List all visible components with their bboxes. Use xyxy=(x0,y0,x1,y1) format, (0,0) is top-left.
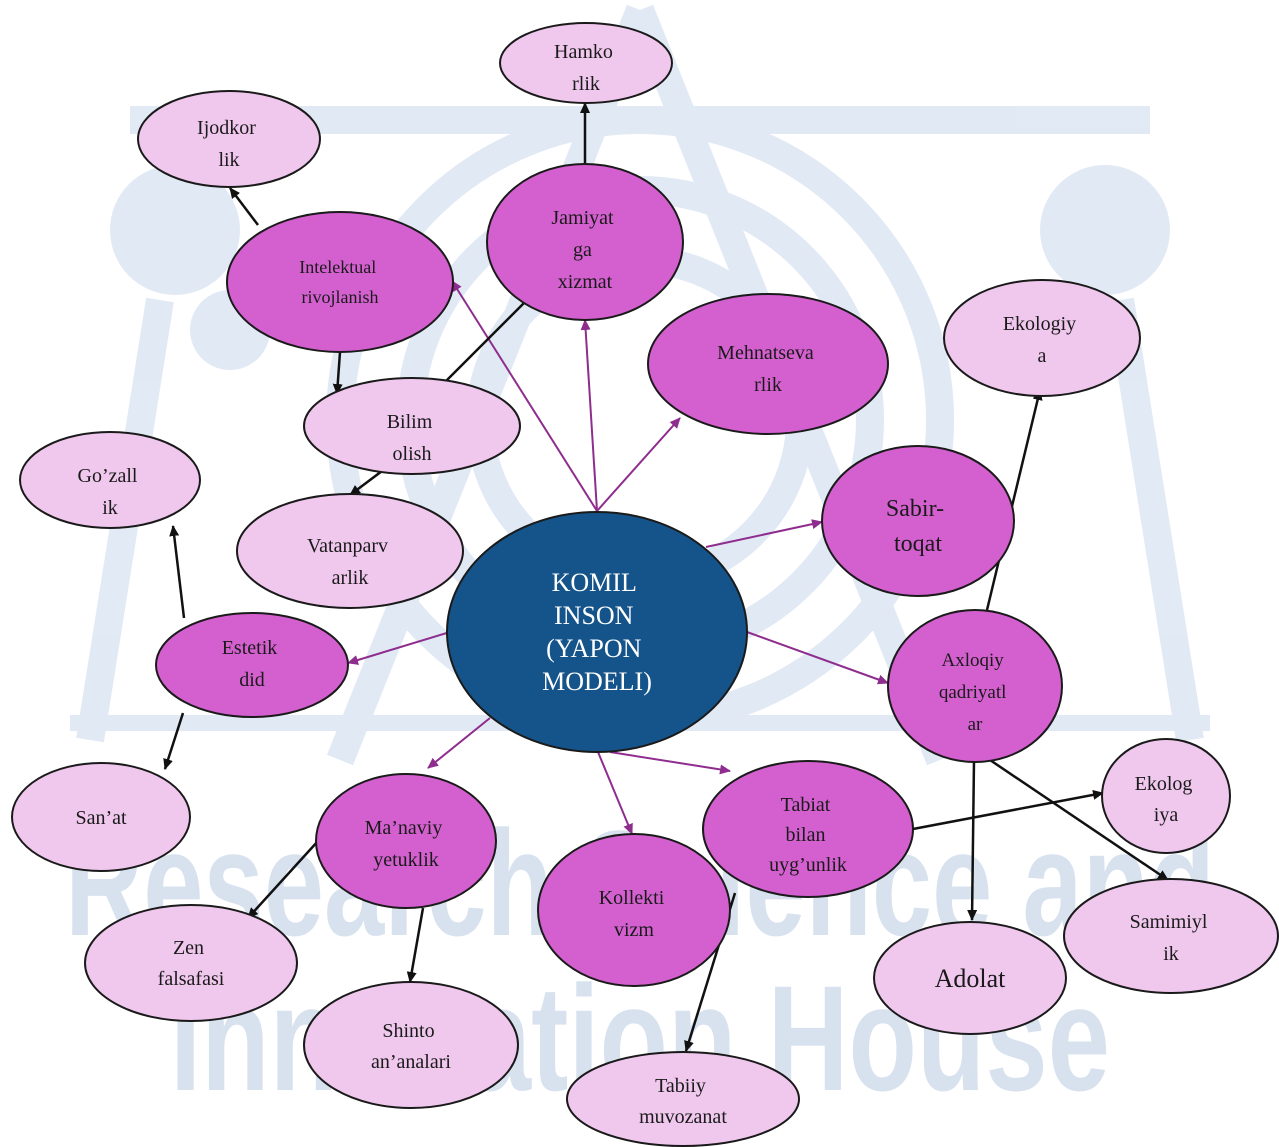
node-jamiyatga-xizmat: Jamiyat ga xizmat xyxy=(486,163,684,321)
node-shinto-ananalari: Shinto an’analari xyxy=(303,981,519,1109)
node-tabiat-bilan-uygunlik: Tabiat bilan uyg’unlik xyxy=(702,760,914,898)
arrow-manaviy-to-shinto xyxy=(406,907,425,983)
node-estetik-did: Estetik did xyxy=(155,612,349,718)
arrow-axloqiy-to-samimiylik xyxy=(989,758,1169,882)
svg-text:Tabiat bilan: Tabiat bilan uyg’unlik xyxy=(769,794,847,876)
node-hamkorlik: Hamko rlik xyxy=(499,22,673,104)
svg-text:Samimiyl ik: Samimiyl ik xyxy=(1130,911,1213,965)
svg-text:Ekolog iya: Ekolog iya xyxy=(1135,773,1198,826)
arrow-tabiat-to-ekologiya xyxy=(912,789,1104,831)
node-ekologiya-top: Ekologiy a xyxy=(943,279,1141,397)
svg-text:Ekologiy a: Ekologiy a xyxy=(1003,313,1081,367)
node-gozallik: Go’zall ik xyxy=(19,431,201,529)
arrow-intelektual-to-ijodkorlik xyxy=(229,187,259,226)
center-line-1: KOMIL xyxy=(552,568,636,597)
svg-text:Hamko rlik: Hamko rlik xyxy=(554,41,618,95)
arrow-intelektual-to-bilim xyxy=(332,351,343,395)
svg-text:Estetik did: Estetik did xyxy=(222,637,283,691)
svg-text:Tabiiy muvozanat: Tabiiy muvozanat xyxy=(639,1075,727,1128)
arrow-center-to-jamiyat xyxy=(580,319,598,512)
svg-text:Kollekti vizm: Kollekti vizm xyxy=(599,887,670,941)
node-ijodkorlik: Ijodkor lik xyxy=(137,90,321,188)
arrow-center-to-mehnatsevarlik xyxy=(596,417,681,512)
connector-arrows xyxy=(163,102,1169,1052)
svg-text:Bilim olish: Bilim olish xyxy=(387,411,438,465)
svg-text:Adolat: Adolat xyxy=(935,964,1007,993)
node-adolat: Adolat xyxy=(873,921,1067,1035)
svg-text:Vatanparv arlik: Vatanparv arlik xyxy=(307,535,393,589)
node-ekologiya-right: Ekolog iya xyxy=(1101,738,1231,854)
arrow-center-to-kollektivizm xyxy=(597,751,633,835)
svg-text:Ma’naviy yetuklik: Ma’naviy yetuklik xyxy=(365,817,448,871)
node-manaviy-yetuklik: Ma’naviy yetuklik xyxy=(315,773,497,909)
node-sabr-toqat: Sabir- toqat xyxy=(821,445,1015,597)
node-intelektual-rivojlanish: Intelektual rivojlanish xyxy=(226,211,454,353)
node-zen-falsafasi: Zen falsafasi xyxy=(84,904,298,1022)
concept-nodes: KOMIL INSON (YAPON MODELI) Hamko rlik Ij… xyxy=(11,22,1279,1147)
arrow-center-to-estetik xyxy=(347,631,451,665)
arrow-center-to-tabiat xyxy=(609,751,731,775)
svg-text:Go’zall ik: Go’zall ik xyxy=(78,465,143,519)
arrow-estetik-to-sanat xyxy=(163,712,185,770)
node-vatanparvarlik: Vatanparv arlik xyxy=(236,493,464,609)
node-kollektivizm: Kollekti vizm xyxy=(537,833,731,987)
svg-text:Intelektual rivojlan: Intelektual rivojlanish xyxy=(299,257,380,307)
line-jamiyat-to-bilim xyxy=(444,299,528,383)
node-bilim-olish: Bilim olish xyxy=(303,377,521,475)
center-line-4: MODELI) xyxy=(542,667,652,696)
svg-text:Zen falsafasi: Zen falsafasi xyxy=(158,937,225,990)
svg-text:KOMIL INSON: KOMIL INSON (YAPON MODELI) xyxy=(542,568,652,696)
node-mehnatsevarlik: Mehnatseva rlik xyxy=(647,293,889,435)
svg-text:Mehnatseva rlik: Mehnatseva rlik xyxy=(717,342,819,396)
svg-text:Sabir- toqat: Sabir- toqat xyxy=(886,496,950,557)
arrow-bilim-to-vatanparvarlik xyxy=(349,470,383,496)
svg-text:Ijodkor lik: Ijodkor lik xyxy=(197,117,261,171)
arrow-center-to-axloqiy xyxy=(746,631,889,685)
arrow-axloqiy-to-ekologiya xyxy=(985,389,1043,611)
svg-text:Shinto an’analari: Shinto an’analari xyxy=(371,1020,451,1073)
center-node-komil-inson: KOMIL INSON (YAPON MODELI) xyxy=(446,511,748,753)
node-sanat: San’at xyxy=(11,762,191,872)
arrow-axloqiy-to-adolat xyxy=(967,759,978,921)
center-line-2: INSON xyxy=(554,601,634,630)
svg-text:Axloqiy qadriyatl: Axloqiy qadriyatl ar xyxy=(939,650,1011,735)
arrow-estetik-to-gozallik xyxy=(169,525,186,619)
node-axloqiy-qadriyatlar: Axloqiy qadriyatl ar xyxy=(887,609,1063,763)
center-line-3: (YAPON xyxy=(546,634,642,663)
arrow-center-to-manaviy xyxy=(427,717,491,769)
node-samimiylik: Samimiyl ik xyxy=(1063,878,1279,994)
arrow-manaviy-to-zen xyxy=(247,840,319,919)
svg-text:Jamiyat ga: Jamiyat ga xizmat xyxy=(551,207,618,293)
arrow-center-to-sabr xyxy=(705,519,823,548)
svg-text:San’at: San’at xyxy=(75,807,127,829)
arrow-center-to-intelektual xyxy=(451,280,598,512)
node-tabiiy-muvozanat: Tabiiy muvozanat xyxy=(566,1051,800,1147)
